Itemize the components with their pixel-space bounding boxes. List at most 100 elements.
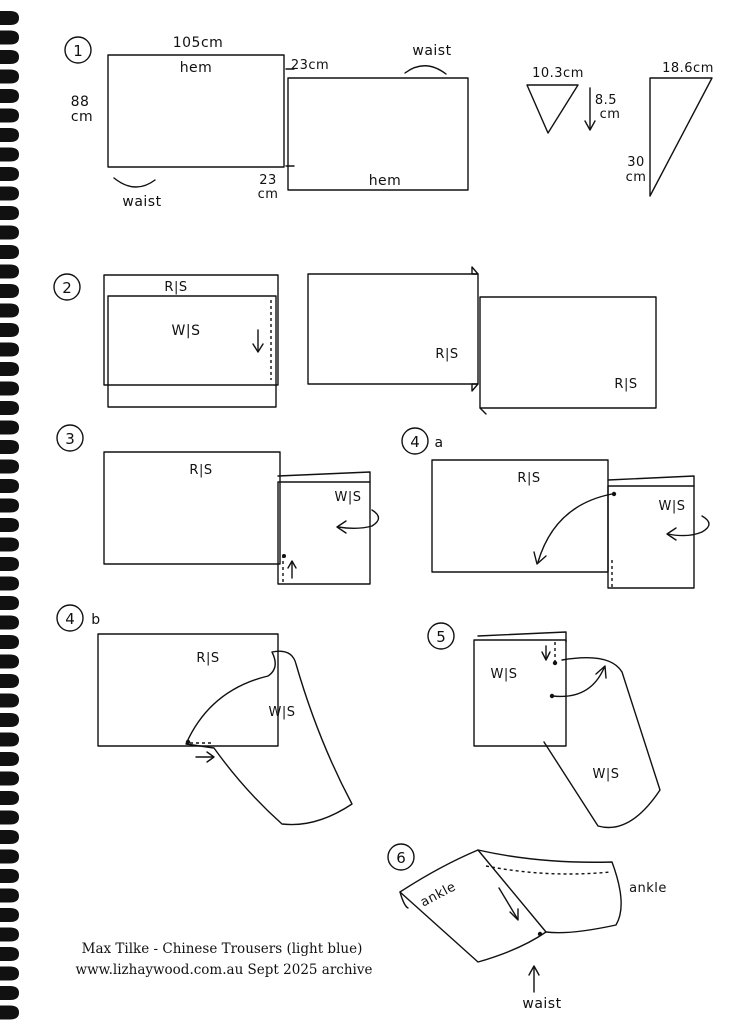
spiral-loop	[0, 615, 19, 630]
spiral-loop	[0, 810, 19, 825]
step-3-panel-ws	[277, 481, 371, 585]
spiral-loop	[0, 1005, 19, 1020]
spiral-loop	[0, 186, 19, 201]
step-4a-number: 4	[410, 433, 420, 451]
step-6-ankle-right: ankle	[629, 881, 667, 896]
spiral-loop	[0, 420, 19, 435]
caption-line-2: www.lizhaywood.com.au Sept 2025 archive	[76, 962, 373, 978]
triangle-2-height-2: cm	[626, 170, 647, 185]
spiral-binding	[0, 11, 19, 1020]
spiral-loop	[0, 440, 19, 454]
spiral-loop	[0, 167, 19, 181]
step-4a-panel-ws	[607, 485, 695, 589]
step-4b-panel-rs	[97, 633, 279, 747]
spiral-loop	[0, 693, 19, 708]
spiral-loop	[0, 713, 19, 727]
step-3: 3 R|S W|S	[56, 424, 380, 585]
step-4a-curl-arrow	[667, 515, 710, 537]
spiral-loop	[0, 303, 19, 318]
step-6-right-leg	[477, 849, 622, 934]
step-1: 1 105cm hem 88 cm waist 23cm 23 cm waist…	[64, 35, 713, 210]
hem-label: hem	[180, 60, 213, 76]
spiral-loop	[0, 791, 19, 805]
spiral-loop	[0, 50, 19, 64]
step-4b-arrowhead	[206, 751, 215, 763]
spiral-loop	[0, 947, 19, 961]
spiral-loop	[0, 459, 19, 474]
step-2-panel-a	[307, 273, 479, 385]
spiral-loop	[0, 284, 19, 298]
spiral-loop	[0, 108, 19, 123]
step-4b-suffix: b	[91, 612, 100, 628]
step-5-dot-b	[549, 693, 555, 699]
spiral-loop	[0, 557, 19, 571]
spiral-loop	[0, 147, 19, 162]
step-6-stitch-line	[485, 865, 611, 875]
triangle-1-width: 10.3cm	[532, 66, 584, 81]
spiral-loop	[0, 771, 19, 786]
step-3-ws: W|S	[335, 490, 362, 505]
triangle-1-height-1: 8.5	[595, 93, 617, 108]
step-4a-suffix: a	[434, 435, 443, 451]
gap-bottom-label-2: cm	[258, 187, 279, 202]
step-2-notch-c	[479, 407, 487, 415]
step-4a-ws: W|S	[659, 499, 686, 514]
step-6-arrowhead	[509, 908, 519, 921]
waist-curve-1	[113, 177, 156, 188]
step-6-waist-arrowhead	[528, 965, 540, 976]
triangle-1-height-2: cm	[600, 107, 621, 122]
step-3-rs: R|S	[189, 463, 212, 478]
step-4b-circle	[56, 604, 84, 632]
step-6-left-cuff	[399, 891, 409, 909]
triangle-1-arrowhead	[584, 120, 596, 131]
spiral-loop	[0, 128, 19, 142]
spiral-loop	[0, 381, 19, 396]
step-2-rs-top: R|S	[164, 280, 187, 295]
spiral-loop	[0, 225, 19, 240]
step-2-panel-b	[479, 296, 657, 409]
step-5-curve-arrowhead	[595, 665, 607, 679]
step-5-arrowhead	[541, 651, 551, 661]
waist-label-2: waist	[412, 43, 451, 59]
spiral-loop	[0, 30, 19, 45]
spiral-loop	[0, 732, 19, 747]
step-6-circle	[387, 843, 415, 871]
step-5-dot-a	[552, 660, 558, 666]
step-3-number: 3	[65, 430, 75, 448]
height-label-1: 88	[71, 94, 90, 110]
spiral-loop	[0, 537, 19, 552]
spiral-loop	[0, 576, 19, 591]
step-4b-number: 4	[65, 610, 75, 628]
spiral-loop	[0, 830, 19, 844]
step-4a: 4 a R|S W|S	[401, 427, 710, 590]
step-6-arrow	[498, 887, 518, 919]
spiral-loop	[0, 849, 19, 864]
step-1-number: 1	[73, 42, 83, 60]
spiral-loop	[0, 362, 19, 376]
hem-label-2: hem	[369, 173, 402, 189]
step-2-arrowhead	[252, 343, 264, 353]
step-3-circle	[56, 424, 84, 452]
step-4b: 4 b R|S W|S	[56, 604, 353, 826]
step-5-fold-top	[477, 631, 567, 643]
spiral-loop	[0, 264, 19, 279]
step-6: 6 ankle ankle waist	[387, 843, 667, 1012]
step-2-ws: W|S	[172, 323, 201, 339]
spiral-loop	[0, 89, 19, 103]
step-3-curl-arrowhead	[336, 520, 347, 534]
spiral-loop	[0, 635, 19, 649]
triangle-1	[526, 84, 579, 134]
step-1-circle	[64, 36, 92, 64]
step-5: 5 W|S W|S	[427, 622, 661, 829]
step-4b-ws: W|S	[269, 705, 296, 720]
step-5-ws-bottom: W|S	[593, 767, 620, 782]
gap-bottom-label-1: 23	[259, 173, 277, 188]
spiral-loop	[0, 401, 19, 415]
step-3-curl-arrow	[337, 509, 380, 529]
spiral-loop	[0, 342, 19, 357]
spiral-loop	[0, 869, 19, 883]
step-4b-folded-leg	[185, 650, 353, 826]
spiral-loop	[0, 674, 19, 688]
waist-label: waist	[122, 194, 161, 210]
